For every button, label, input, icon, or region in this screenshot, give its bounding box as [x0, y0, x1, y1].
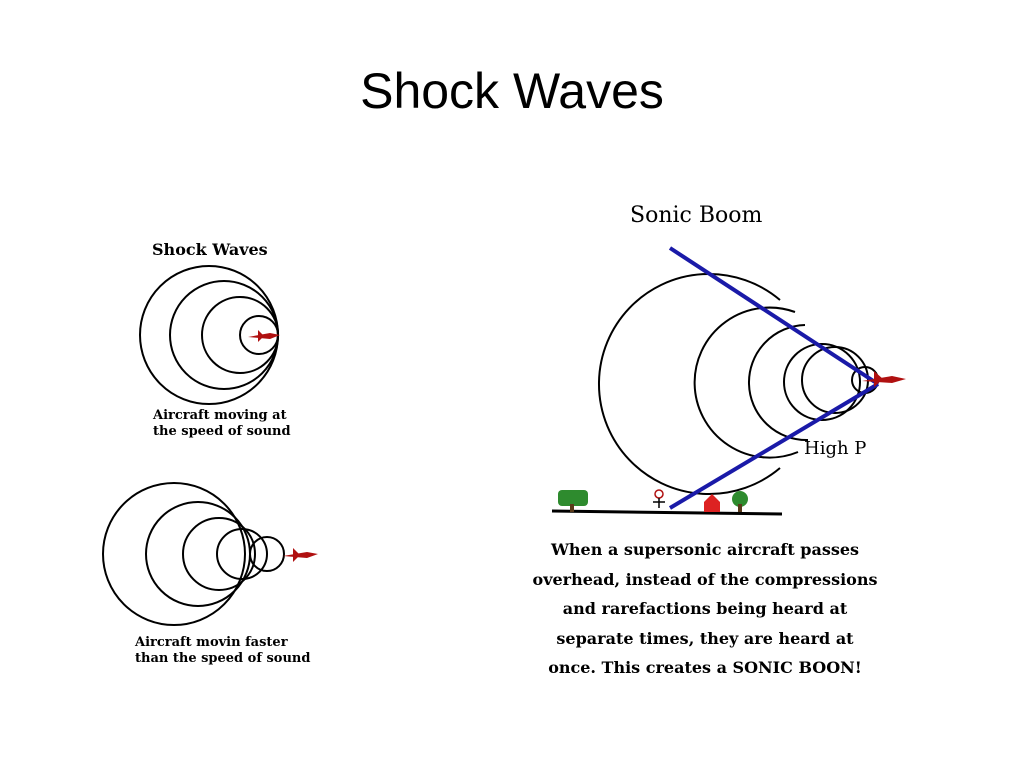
sound-speed-diagram — [139, 265, 280, 405]
aircraft-icon — [283, 548, 318, 562]
caption-line: Aircraft movin faster — [135, 635, 288, 650]
wavefront-circle — [783, 343, 861, 421]
house-icon — [704, 494, 720, 512]
aircraft-icon — [248, 330, 280, 342]
high-pressure-label: High P — [804, 438, 866, 459]
wavefront-arc — [597, 273, 781, 495]
sonic-boom-caption: When a supersonic aircraft passes overhe… — [500, 535, 910, 683]
wavefront-circle — [249, 536, 285, 572]
caption-line: separate times, they are heard at — [556, 628, 854, 648]
sonic-boom-title: Sonic Boom — [630, 203, 763, 228]
caption-line: overhead, instead of the compressions — [532, 569, 878, 589]
wavefront-arc — [748, 324, 809, 442]
caption-line: than the speed of sound — [135, 651, 311, 667]
caption-line: When a supersonic aircraft passes — [550, 540, 860, 559]
sound-speed-caption: Aircraft moving at the speed of sound — [153, 408, 291, 441]
wavefront-circle — [216, 528, 268, 580]
caption-line: once. This creates a SONIC BOON! — [548, 658, 862, 677]
aircraft-icon — [862, 371, 906, 387]
shock-waves-figure-title: Shock Waves — [152, 240, 268, 259]
shock-cone-lower — [668, 382, 880, 510]
supersonic-diagram — [102, 482, 318, 626]
caption-line: Aircraft moving at — [153, 408, 287, 423]
tree-icon — [732, 491, 748, 512]
caption-line: the speed of sound — [153, 424, 291, 440]
wavefront-circle — [139, 265, 279, 405]
slide-title: Shock Waves — [360, 63, 664, 119]
wavefront-circle — [102, 482, 246, 626]
sonic-boom-diagram: High P — [551, 246, 906, 516]
wavefront-circle — [182, 517, 256, 591]
shock-cone-upper — [668, 246, 880, 386]
caption-line: and rarefactions being heard at — [562, 599, 848, 618]
tree-icon — [558, 490, 588, 512]
ground-line — [551, 509, 783, 516]
wavefront-circle — [145, 501, 251, 607]
person-icon — [653, 489, 665, 508]
supersonic-caption: Aircraft movin faster than the speed of … — [135, 635, 310, 668]
